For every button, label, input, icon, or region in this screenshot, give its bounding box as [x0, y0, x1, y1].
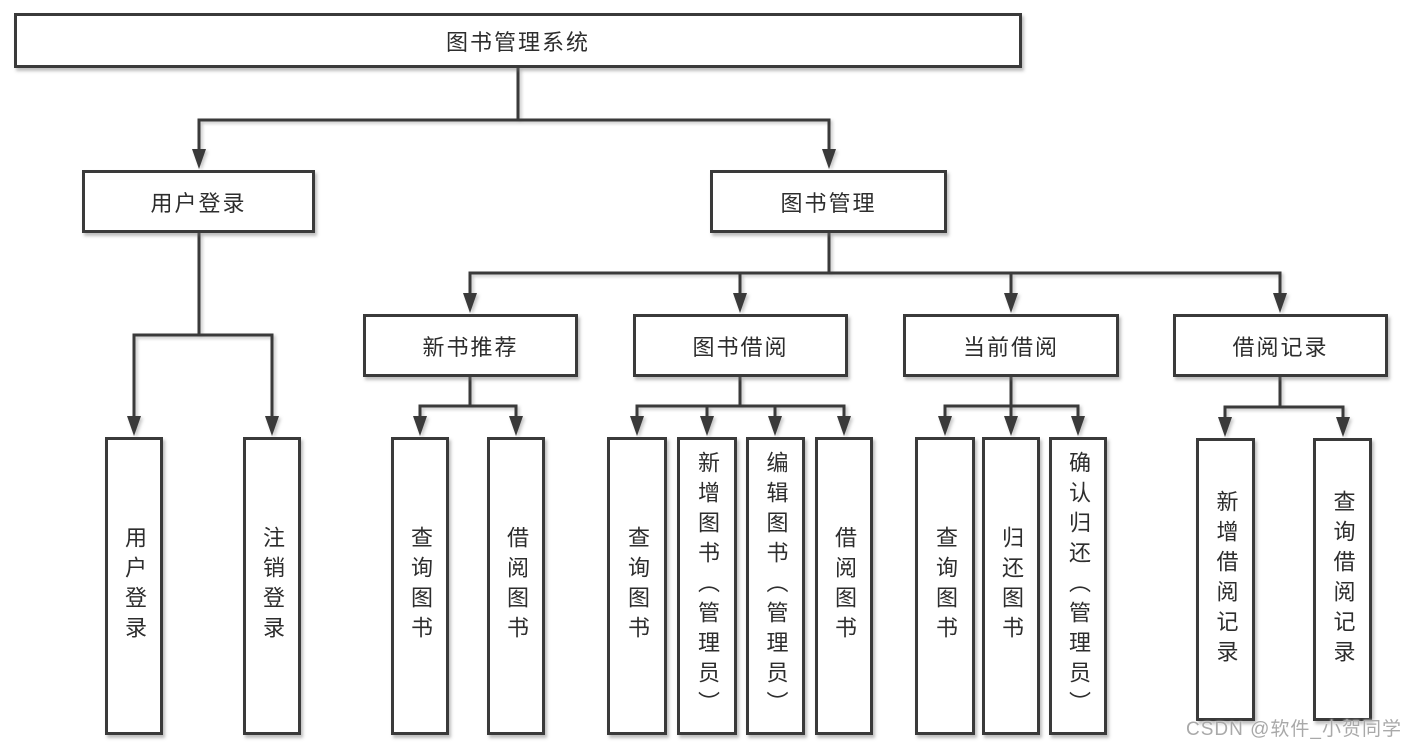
- arrowhead: [509, 416, 523, 436]
- arrowhead: [938, 416, 952, 436]
- node-user-login: 用户登录: [82, 170, 315, 233]
- connector: [418, 404, 518, 418]
- connector: [132, 333, 274, 418]
- node-label: 当前借阅: [962, 334, 1059, 360]
- leaf-recommend-query-book: 查询图书: [391, 437, 449, 735]
- leaf-current-query-book: 查询图书: [915, 437, 975, 735]
- arrowhead: [192, 149, 206, 169]
- node-label: 用户登录: [150, 190, 247, 216]
- node-label: 查询图书: [408, 526, 433, 646]
- connector: [197, 118, 831, 151]
- arrowhead: [768, 416, 782, 436]
- arrowhead: [822, 149, 836, 169]
- node-label: 借阅图书: [832, 526, 857, 646]
- node-label: 归还图书: [999, 526, 1024, 646]
- node-current-borrow: 当前借阅: [903, 314, 1119, 377]
- node-label: 图书管理系统: [445, 29, 590, 55]
- node-label: 注销登录: [260, 526, 285, 646]
- node-label: 确认归还（管理员）: [1066, 451, 1091, 721]
- leaf-borrow-query-book: 查询图书: [607, 437, 667, 735]
- node-book-management: 图书管理: [710, 170, 947, 233]
- arrowhead: [1004, 416, 1018, 436]
- leaf-add-book-admin: 新增图书（管理员）: [677, 437, 737, 735]
- node-label: 查询借阅记录: [1330, 489, 1356, 670]
- arrowhead: [1273, 293, 1287, 313]
- node-label: 用户登录: [122, 526, 147, 646]
- csdn-watermark: CSDN @软件_小贺同学: [1186, 719, 1402, 740]
- arrowhead: [1218, 417, 1232, 437]
- connector: [468, 271, 1282, 295]
- leaf-confirm-return-admin: 确认归还（管理员）: [1049, 437, 1107, 735]
- arrowhead: [837, 416, 851, 436]
- node-new-book-recommend: 新书推荐: [363, 314, 578, 377]
- leaf-return-book: 归还图书: [982, 437, 1040, 735]
- arrowhead: [265, 416, 279, 436]
- arrowhead: [733, 293, 747, 313]
- arrowhead: [413, 416, 427, 436]
- arrowhead: [630, 416, 644, 436]
- arrowhead: [700, 416, 714, 436]
- leaf-borrow-book: 借阅图书: [815, 437, 873, 735]
- leaf-edit-book-admin: 编辑图书（管理员）: [746, 437, 805, 735]
- arrowhead: [127, 416, 141, 436]
- node-label: 新增借阅记录: [1213, 489, 1239, 670]
- connector: [635, 404, 846, 418]
- node-label: 借阅记录: [1232, 334, 1329, 360]
- node-label: 图书管理: [780, 190, 877, 216]
- arrowhead: [463, 293, 477, 313]
- leaf-query-borrow-record: 查询借阅记录: [1313, 438, 1372, 721]
- arrowhead: [1071, 416, 1085, 436]
- arrowhead: [1336, 417, 1350, 437]
- node-label: 编辑图书（管理员）: [763, 451, 789, 721]
- root-node-system: 图书管理系统: [14, 13, 1022, 68]
- leaf-user-login: 用户登录: [105, 437, 163, 735]
- connector: [1223, 405, 1345, 419]
- node-borrow-record: 借阅记录: [1173, 314, 1388, 377]
- leaf-logout: 注销登录: [243, 437, 301, 735]
- arrowhead: [1004, 293, 1018, 313]
- node-label: 图书借阅: [692, 334, 789, 360]
- node-book-borrow: 图书借阅: [633, 314, 848, 377]
- node-label: 查询图书: [933, 526, 958, 646]
- node-label: 新书推荐: [422, 334, 519, 360]
- leaf-add-borrow-record: 新增借阅记录: [1196, 438, 1255, 721]
- node-label: 查询图书: [625, 526, 650, 646]
- node-label: 新增图书（管理员）: [695, 451, 720, 721]
- node-label: 借阅图书: [504, 526, 529, 646]
- leaf-recommend-borrow-book: 借阅图书: [487, 437, 545, 735]
